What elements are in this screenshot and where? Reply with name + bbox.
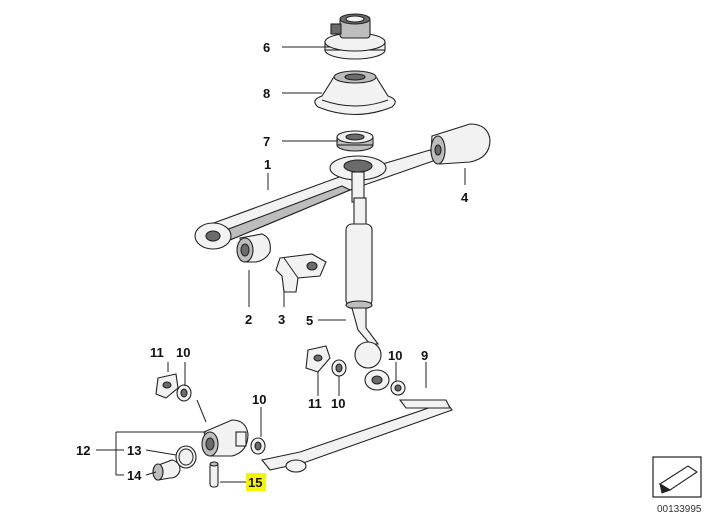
callout-5[interactable]: 5 [306,313,313,328]
callout-11-upper-left[interactable]: 11 [150,345,164,360]
part-6-boot-clamp [324,13,386,60]
part-11-clip-left [155,373,179,399]
callout-11-lower-right[interactable]: 11 [308,396,322,411]
callout-10-upper-right[interactable]: 10 [388,348,402,363]
part-14-bushing-small [152,459,181,481]
callout-6[interactable]: 6 [263,40,270,55]
callout-10-lower-right[interactable]: 10 [331,396,345,411]
part-8-rubber-boot [314,70,396,115]
callout-8[interactable]: 8 [263,86,270,101]
callout-13[interactable]: 13 [127,443,141,458]
callout-10-lower-middle[interactable]: 10 [252,392,266,407]
part-2-bushing [236,233,271,263]
part-9-selector-rod [261,369,453,473]
part-3-bracket [275,253,327,293]
part-10-washer-right [331,359,347,377]
part-13-ring [175,445,197,469]
callout-9[interactable]: 9 [421,348,428,363]
callout-3[interactable]: 3 [278,312,285,327]
callout-4[interactable]: 4 [461,190,469,205]
part-1-shift-arm [194,149,437,250]
part-11-clip-right [305,345,331,373]
part-10-washer-lower [250,437,266,455]
reference-number: 00133995 [657,504,702,515]
vehicle-orientation-arrow-icon [652,456,702,498]
part-15-pin [209,461,219,488]
part-5-shift-lever [345,197,382,369]
callout-15[interactable]: 15 [248,475,262,490]
part-12-joint-assembly [201,419,249,457]
part-7-bushing [336,130,374,152]
callout-15-highlight [246,473,266,491]
callout-2[interactable]: 2 [245,312,252,327]
callout-1[interactable]: 1 [264,157,271,172]
part-4-rubber-mount [430,123,491,165]
leader-lines [96,46,466,483]
callout-7[interactable]: 7 [263,134,270,149]
callout-14[interactable]: 14 [127,468,142,483]
callout-labels: 6 8 7 1 4 2 3 5 11 10 10 9 11 10 10 12 1… [76,40,469,491]
part-10-washer-left [176,384,192,402]
callout-12[interactable]: 12 [76,443,90,458]
callout-10-upper-left[interactable]: 10 [176,345,190,360]
